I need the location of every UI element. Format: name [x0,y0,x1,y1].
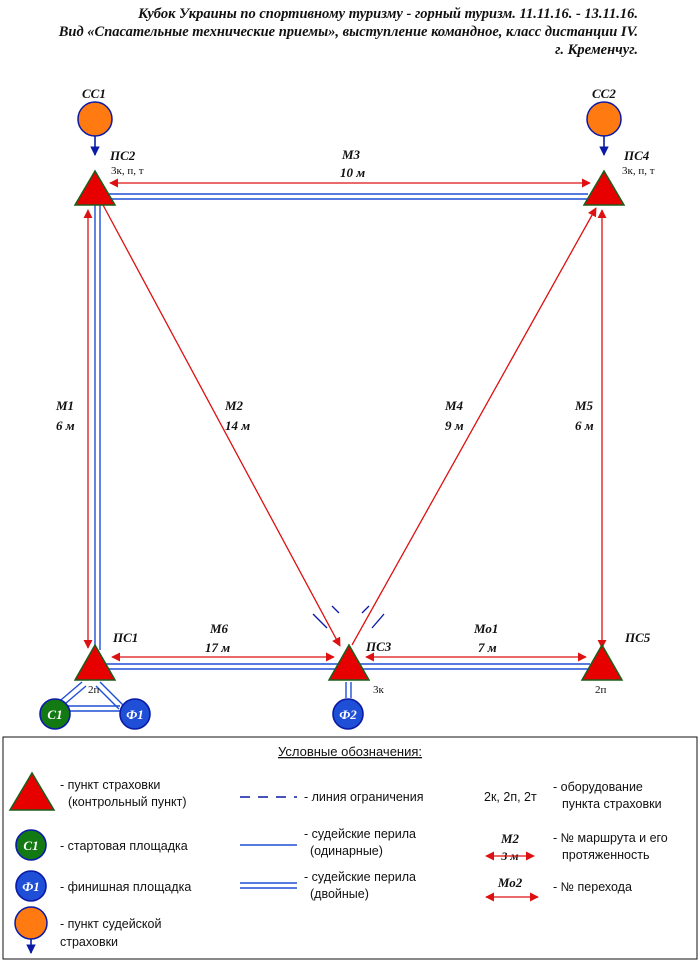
route-m4-name: М4 [444,398,464,413]
route-m1-length: 6 м [56,418,75,433]
ps3-label: ПС3 [365,639,392,654]
legend-title: Условные обозначения: [278,744,422,759]
route-m1-name: М1 [55,398,74,413]
route-mo1-name: Мо1 [473,621,498,636]
legend-limit-desc: - линия ограничения [304,790,423,804]
legend-finish-icon [15,870,47,902]
legend-single-desc1: - судейские перила [304,827,416,841]
ps1-label: ПС1 [112,630,138,645]
route-m2-length: 14 м [225,418,250,433]
cc1-label: СС1 [82,86,106,101]
ps4-label: ПС4 [623,148,650,163]
triangle-ps3-icon [327,643,371,681]
legend-finish-desc: - финишная площадка [60,880,191,894]
triangle-ps5-icon [580,643,624,681]
route-m6-length: 17 м [205,640,230,655]
legend-start-symbol: С1 [23,838,38,853]
legend-equip-desc2: пункта страховки [562,797,662,811]
legend-triangle-desc1: - пункт страховки [60,778,160,792]
judge-point-cc2 [586,101,622,156]
route-m4-length: 9 м [445,418,464,433]
route-arrows [83,178,607,662]
legend-triangle-icon [8,771,56,811]
header-title-line1: Кубок Украины по спортивному туризму - г… [138,6,638,22]
route-m4-arrow [351,207,597,646]
route-m5-name: М5 [574,398,594,413]
legend-judge-desc2: страховки [60,935,118,949]
header-title-line2: Вид «Спасательные технические приемы», в… [58,24,638,40]
legend-double-desc1: - судейские перила [304,870,416,884]
judge-point-cc1 [77,101,113,156]
legend-judge-point-icon [14,906,48,940]
finish-area-f2: Ф2 [332,698,364,730]
route-m5-length: 6 м [575,418,594,433]
route-m6-name: М6 [209,621,229,636]
legend-equip-desc1: - оборудование [553,780,643,794]
legend-route-desc1: - № маршрута и его [553,831,668,845]
limit-lines [312,605,385,629]
header-title-line3: г. Кременчуг. [555,42,638,58]
finish-area-f1: Ф1 [119,698,151,730]
triangle-ps4-icon [582,169,626,206]
start-c1-label: С1 [47,707,62,722]
start-area-c1: С1 [39,698,71,730]
route-m2-name: М2 [224,398,244,413]
route-m2-arrow [102,204,341,647]
route-mo1-length: 7 м [478,640,497,655]
route-m3-length: 10 м [340,165,365,180]
legend-route-sample-name: М2 [500,831,520,846]
legend-route-desc2: протяженность [562,848,649,862]
ps2-label: ПС2 [109,148,136,163]
legend-start-desc: - стартовая площадка [60,839,188,853]
route-m3-name: М3 [341,147,361,162]
legend-triangle-desc2: (контрольный пункт) [68,795,187,809]
legend-equip-sample: 2к, 2п, 2т [484,790,537,804]
legend: Условные обозначения: - пункт страховки … [2,736,698,960]
legend-crossing-sample: Мо2 [497,875,523,890]
ps5-label: ПС5 [624,630,651,645]
finish-f2-label: Ф2 [339,707,357,722]
legend-judge-desc1: - пункт судейской [60,917,161,931]
ps2-equip: 3к, п, т [111,165,144,177]
triangle-ps1-icon [73,643,117,681]
legend-start-icon [15,829,47,861]
finish-f1-label: Ф1 [126,707,144,722]
legend-crossing-desc: - № перехода [553,880,632,894]
cc2-label: СС2 [592,86,616,101]
legend-finish-symbol: Ф1 [22,879,40,894]
ps1-equip: 2п [88,684,100,696]
ps5-equip: 2п [595,684,607,696]
legend-double-desc2: (двойные) [310,887,369,901]
legend-single-desc2: (одинарные) [310,844,383,858]
ps3-equip: 3к [373,684,385,696]
triangle-ps2-icon [73,169,117,206]
ps4-equip: 3к, п, т [622,165,655,177]
